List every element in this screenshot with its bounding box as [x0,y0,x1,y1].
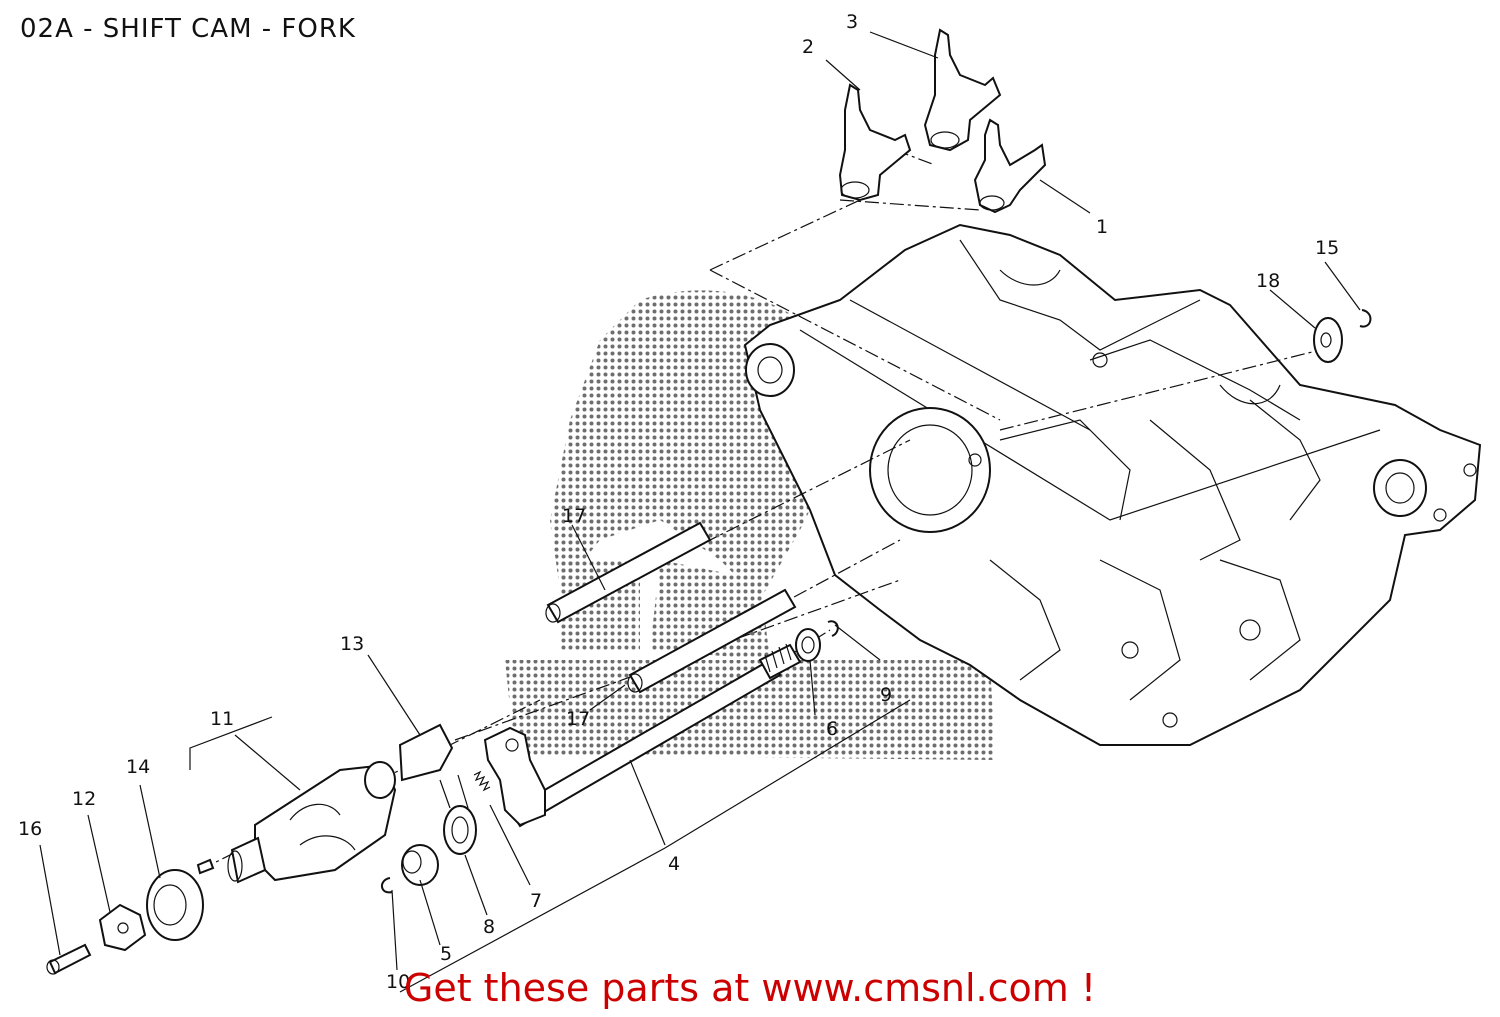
sleeve-13 [398,723,454,782]
circlip-15 [1359,309,1372,328]
shift-fork-3 [923,28,1002,152]
callout-6: 6 [826,718,838,740]
callout-9: 9 [880,684,892,706]
shift-lever-plate [483,726,546,827]
callout-14: 14 [126,756,150,778]
callout-1: 1 [1096,216,1108,238]
callout-16: 16 [18,818,42,840]
callout-labels: 1 2 3 4 5 6 7 8 9 10 11 12 13 14 15 16 1… [18,11,1339,993]
index-star-plate [98,903,147,952]
callout-4: 4 [668,853,680,875]
diagram-title: 02A - SHIFT CAM - FORK [20,14,356,44]
fork-shaft-17b [627,588,797,694]
washer-18 [1313,317,1343,363]
return-spring-8 [439,774,477,855]
group-bracket-4 [399,699,911,993]
circlip-10 [381,877,393,894]
shift-drum [227,761,397,884]
circlip-9 [827,620,839,637]
shift-fork-1 [973,118,1047,214]
callout-11: 11 [210,708,234,730]
callout-7: 7 [530,890,542,912]
bushing-5 [401,844,439,886]
callout-13: 13 [340,633,364,655]
callout-18: 18 [1256,270,1280,292]
callout-17b: 17 [566,708,590,730]
leader-lines [39,31,1361,971]
fork-shaft-17a [545,521,712,624]
spring-7 [473,770,491,792]
oil-seal-6 [795,628,821,662]
bearing-14 [146,869,204,941]
callout-3: 3 [846,11,858,33]
callout-12: 12 [72,788,96,810]
callout-15: 15 [1315,237,1339,259]
callout-2: 2 [802,36,814,58]
callout-10: 10 [386,971,410,993]
callout-5: 5 [440,943,452,965]
callout-17a: 17 [562,505,586,527]
promo-banner-link[interactable]: Get these parts at www.cmsnl.com ! [403,966,1097,1010]
shift-fork-2 [838,83,912,202]
pin [196,858,215,875]
callout-8: 8 [483,916,495,938]
group-bracket-11 [189,716,273,770]
crankcase-housing [743,223,1482,746]
screw-16 [46,943,92,975]
